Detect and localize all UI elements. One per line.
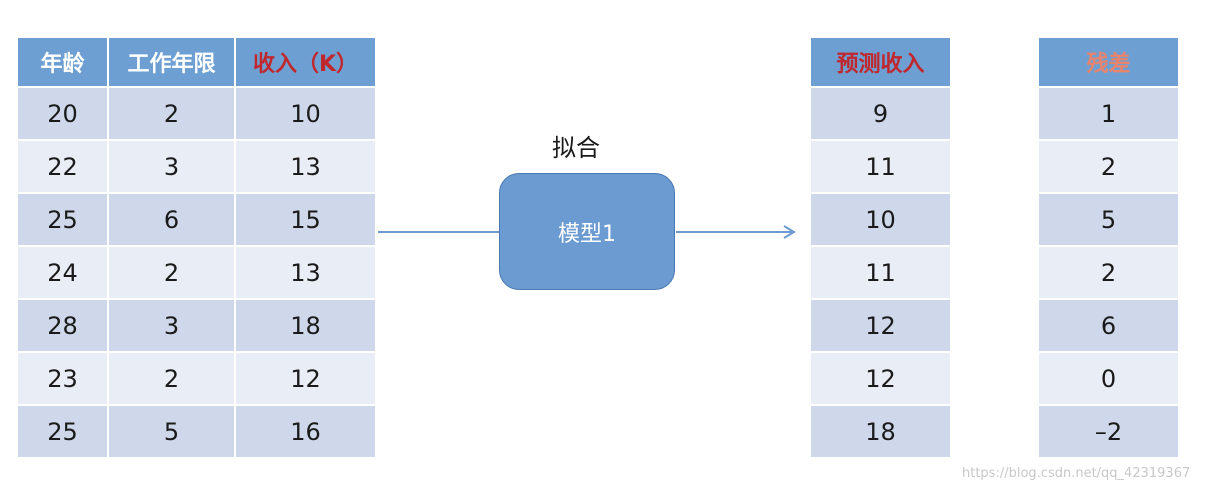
table-row: 0 bbox=[1039, 353, 1178, 404]
arrow-head-icon bbox=[783, 225, 796, 239]
residual-cell: –2 bbox=[1039, 406, 1178, 457]
prediction-header-row: 预测收入 bbox=[811, 38, 950, 86]
table-row: 18 bbox=[811, 406, 950, 457]
age-cell: 25 bbox=[18, 406, 107, 457]
table-row: 11 bbox=[811, 141, 950, 192]
age-header: 年龄 bbox=[18, 38, 107, 86]
age-cell: 23 bbox=[18, 353, 107, 404]
residual-cell: 6 bbox=[1039, 300, 1178, 351]
residual-header: 残差 bbox=[1039, 38, 1178, 86]
table-row: 10 bbox=[811, 194, 950, 245]
age-cell: 22 bbox=[18, 141, 107, 192]
income-header: 收入（K） bbox=[236, 38, 375, 86]
prediction-header: 预测收入 bbox=[811, 38, 950, 86]
residual-cell: 2 bbox=[1039, 141, 1178, 192]
input-table-header-row: 年龄 工作年限 收入（K） bbox=[18, 38, 375, 86]
residual-cell: 0 bbox=[1039, 353, 1178, 404]
model-label: 模型1 bbox=[558, 221, 616, 247]
table-row: –2 bbox=[1039, 406, 1178, 457]
fit-label: 拟合 bbox=[552, 134, 600, 162]
residual-cell: 2 bbox=[1039, 247, 1178, 298]
work-years-cell: 2 bbox=[109, 353, 234, 404]
work-years-cell: 3 bbox=[109, 141, 234, 192]
age-cell: 20 bbox=[18, 88, 107, 139]
income-cell: 16 bbox=[236, 406, 375, 457]
table-row: 11 bbox=[811, 247, 950, 298]
residual-cell: 1 bbox=[1039, 88, 1178, 139]
table-row: 12 bbox=[811, 300, 950, 351]
income-cell: 15 bbox=[236, 194, 375, 245]
predicted-income-cell: 18 bbox=[811, 406, 950, 457]
table-row: 9 bbox=[811, 88, 950, 139]
predicted-income-cell: 12 bbox=[811, 353, 950, 404]
model-box: 模型1 bbox=[499, 173, 675, 290]
table-row: 2 bbox=[1039, 141, 1178, 192]
predicted-income-cell: 9 bbox=[811, 88, 950, 139]
work-years-cell: 2 bbox=[109, 247, 234, 298]
predicted-income-cell: 10 bbox=[811, 194, 950, 245]
residual-cell: 5 bbox=[1039, 194, 1178, 245]
income-cell: 18 bbox=[236, 300, 375, 351]
residual-header-row: 残差 bbox=[1039, 38, 1178, 86]
predicted-income-cell: 11 bbox=[811, 141, 950, 192]
income-cell: 13 bbox=[236, 141, 375, 192]
table-row: 6 bbox=[1039, 300, 1178, 351]
income-cell: 13 bbox=[236, 247, 375, 298]
table-row: 5 bbox=[1039, 194, 1178, 245]
work-years-header: 工作年限 bbox=[109, 38, 234, 86]
table-row: 2 bbox=[1039, 247, 1178, 298]
table-row: 12 bbox=[811, 353, 950, 404]
income-cell: 10 bbox=[236, 88, 375, 139]
work-years-cell: 2 bbox=[109, 88, 234, 139]
income-cell: 12 bbox=[236, 353, 375, 404]
work-years-cell: 5 bbox=[109, 406, 234, 457]
age-cell: 28 bbox=[18, 300, 107, 351]
work-years-cell: 3 bbox=[109, 300, 234, 351]
age-cell: 25 bbox=[18, 194, 107, 245]
work-years-cell: 6 bbox=[109, 194, 234, 245]
age-cell: 24 bbox=[18, 247, 107, 298]
predicted-income-cell: 11 bbox=[811, 247, 950, 298]
table-row: 1 bbox=[1039, 88, 1178, 139]
watermark: https://blog.csdn.net/qq_42319367 bbox=[962, 466, 1191, 481]
predicted-income-cell: 12 bbox=[811, 300, 950, 351]
